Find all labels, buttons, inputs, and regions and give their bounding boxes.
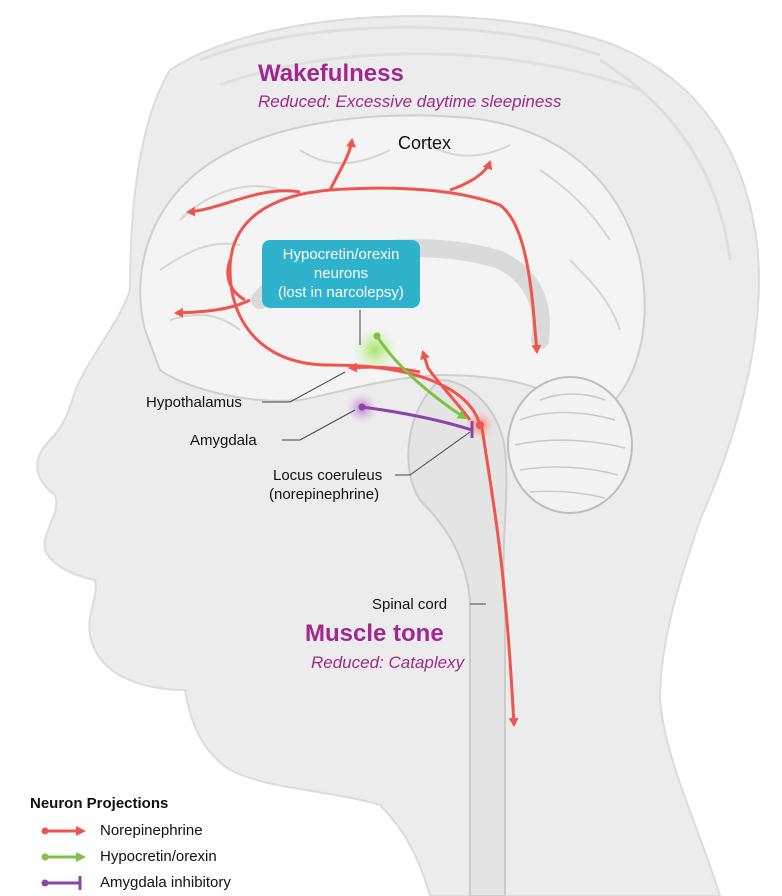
wakefulness-title: Wakefulness — [258, 60, 404, 88]
locus-coeruleus-label: Locus coeruleus — [273, 467, 382, 484]
callout-line-3: (lost in narcolepsy) — [262, 283, 420, 302]
legend-title: Neuron Projections — [30, 795, 168, 812]
legend-item-norepinephrine: Norepinephrine — [100, 822, 203, 839]
legend-norepinephrine-glyph — [42, 826, 87, 836]
amygdala-label: Amygdala — [190, 432, 257, 449]
callout-line-2: neurons — [262, 264, 420, 283]
legend-item-amygdala: Amygdala inhibitory — [100, 874, 231, 891]
callout-line-1: Hypocretin/orexin — [262, 245, 420, 264]
legend-item-orexin: Hypocretin/orexin — [100, 848, 217, 865]
muscle-tone-subtitle: Reduced: Cataplexy — [311, 653, 464, 673]
muscle-tone-title: Muscle tone — [305, 620, 444, 648]
spinal-cord-label: Spinal cord — [372, 596, 447, 613]
legend-orexin-glyph — [42, 852, 87, 862]
orexin-neurons-callout: Hypocretin/orexin neurons (lost in narco… — [262, 240, 420, 308]
locus-coeruleus-sublabel: (norepinephrine) — [269, 486, 379, 503]
legend-glyphs — [42, 826, 87, 890]
cortex-label: Cortex — [398, 133, 451, 154]
wakefulness-subtitle: Reduced: Excessive daytime sleepiness — [258, 92, 561, 112]
legend-amygdala-glyph — [42, 876, 81, 890]
hypothalamus-label: Hypothalamus — [146, 394, 242, 411]
